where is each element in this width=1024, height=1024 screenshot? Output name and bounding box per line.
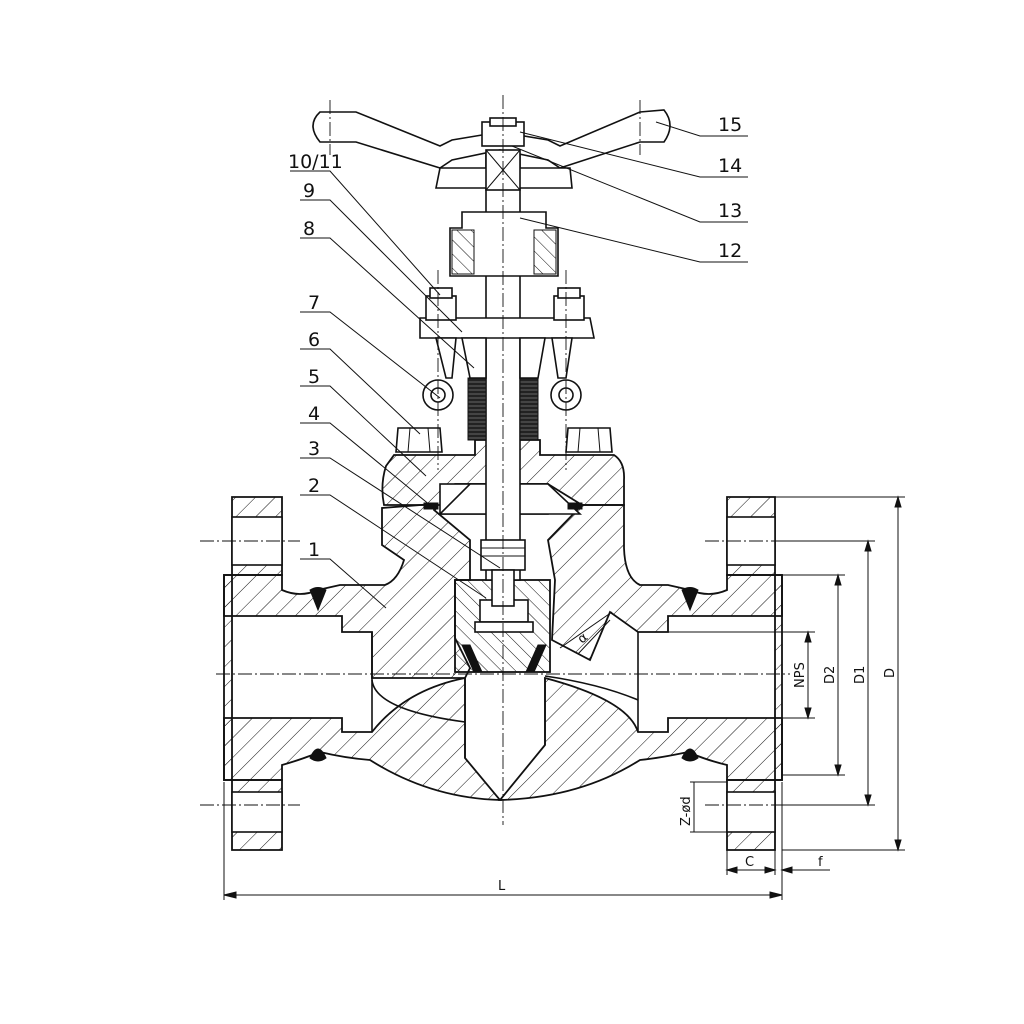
dim-C: C <box>745 855 754 870</box>
callout-5: 5 <box>308 366 320 388</box>
dimension-lines <box>223 495 905 900</box>
flange-right <box>726 496 783 851</box>
yoke-sleeve <box>449 211 559 277</box>
body-right-half <box>547 504 783 662</box>
dim-D: D <box>883 668 898 678</box>
valve-body <box>223 503 783 801</box>
dim-bolt-holes: Z-ød <box>679 796 694 826</box>
body-right-lower <box>498 676 783 801</box>
packing <box>467 377 539 441</box>
callout-2: 2 <box>308 475 320 497</box>
flange-left <box>223 496 283 851</box>
callout-labels: 1 2 3 4 5 6 7 8 9 10/11 12 13 14 15 <box>288 114 742 561</box>
callout-4: 4 <box>308 403 320 425</box>
leaders <box>290 121 748 609</box>
callout-8: 8 <box>303 218 315 240</box>
callout-15: 15 <box>718 114 742 136</box>
gland <box>419 317 595 379</box>
callout-7: 7 <box>308 292 320 314</box>
callout-10-11: 10/11 <box>288 151 343 173</box>
callout-1: 1 <box>308 539 320 561</box>
callout-13: 13 <box>718 200 742 222</box>
callout-12: 12 <box>718 240 742 262</box>
body-left-lower <box>223 676 502 801</box>
dim-f: f <box>818 855 823 870</box>
dim-D2: D2 <box>823 666 838 684</box>
dim-D1: D1 <box>853 666 868 684</box>
dimension-labels: L C f NPS D2 D1 D Z-ød α <box>498 630 898 894</box>
callout-3: 3 <box>308 438 320 460</box>
callout-14: 14 <box>718 155 742 177</box>
bonnet-nuts <box>395 427 613 453</box>
handwheel <box>312 109 671 191</box>
callout-6: 6 <box>308 329 320 351</box>
dim-NPS: NPS <box>793 662 808 688</box>
callout-9: 9 <box>303 180 315 202</box>
gaskets <box>309 587 699 762</box>
dim-L: L <box>498 879 506 894</box>
